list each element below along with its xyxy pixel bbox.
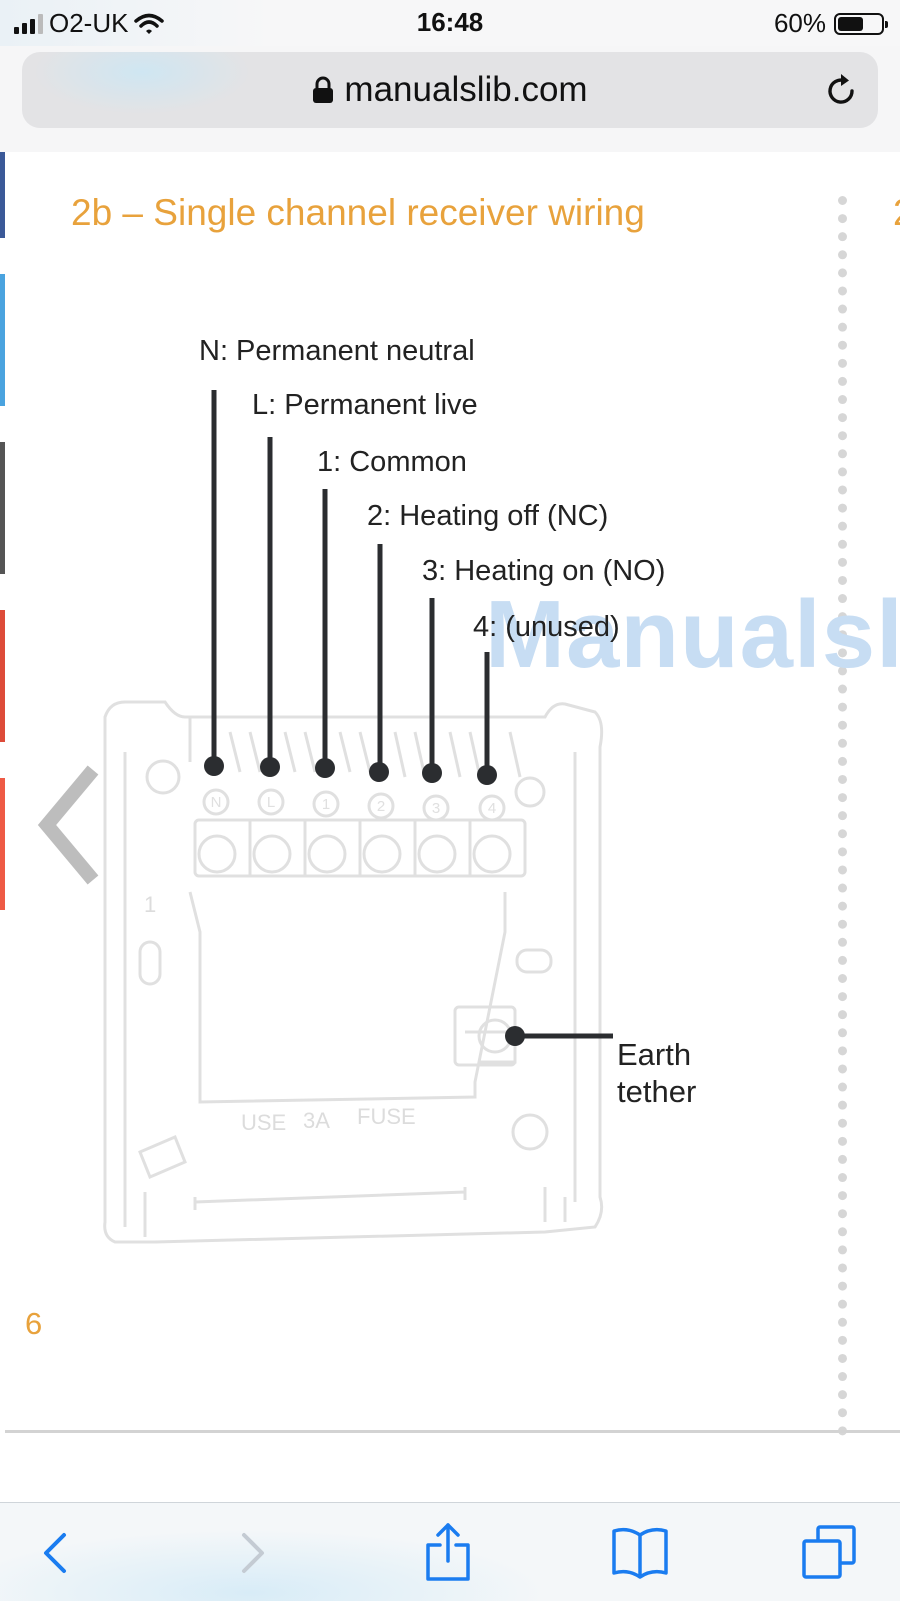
terminal-label-l: L: Permanent live bbox=[252, 389, 478, 421]
battery-fill bbox=[838, 16, 863, 31]
leader-dot-1 bbox=[315, 758, 335, 778]
terminal-label-4: 4: (unused) bbox=[473, 611, 620, 643]
back-button[interactable] bbox=[26, 1523, 86, 1583]
carrier-group: O2-UK bbox=[14, 8, 165, 39]
strip-segment bbox=[0, 610, 5, 742]
share-icon bbox=[426, 1523, 470, 1581]
wifi-icon bbox=[134, 13, 165, 34]
strip-segment bbox=[0, 152, 5, 238]
page-number: 6 bbox=[25, 1306, 43, 1341]
section-title: 2b – Single channel receiver wiring bbox=[71, 192, 645, 233]
leader-dot-3 bbox=[422, 763, 442, 783]
terminal-marking-4: 4 bbox=[488, 800, 496, 817]
wiring-diagram: USE 3A FUSE 1 N L 1 2 3 4 bbox=[103, 390, 613, 1244]
battery-percent: 60% bbox=[773, 8, 826, 38]
terminal-marking-n: N bbox=[211, 794, 222, 811]
terminal-label-n: N: Permanent neutral bbox=[199, 335, 475, 367]
previous-page-chevron-icon[interactable] bbox=[31, 760, 121, 890]
share-button[interactable] bbox=[418, 1523, 478, 1583]
tabs-icon bbox=[802, 1525, 856, 1579]
earth-tether-label: Earth tether bbox=[617, 1037, 697, 1109]
leader-dot-2 bbox=[369, 762, 389, 782]
strip-segment bbox=[0, 778, 5, 910]
status-time: 16:48 bbox=[416, 7, 484, 37]
terminal-marking-2: 2 bbox=[377, 798, 385, 815]
terminal-markings: N L 1 2 3 4 bbox=[211, 794, 497, 817]
reload-icon[interactable] bbox=[822, 72, 860, 110]
signal-icon bbox=[14, 13, 43, 34]
url-text: manualslib.com bbox=[344, 70, 588, 109]
leader-dot-n bbox=[204, 756, 224, 776]
carrier-name: O2-UK bbox=[49, 8, 129, 38]
battery-group: 60% bbox=[773, 8, 888, 39]
terminal-leader-dots bbox=[204, 756, 525, 1046]
page-separator bbox=[5, 1430, 900, 1433]
terminal-marking-1: 1 bbox=[322, 796, 330, 813]
url-display[interactable]: manualslib.com bbox=[22, 70, 878, 110]
terminal-marking-l: L bbox=[267, 794, 275, 811]
terminal-leader-lines bbox=[211, 390, 613, 1039]
status-bar: O2-UK 16:48 60% bbox=[0, 0, 900, 46]
strip-segment bbox=[0, 274, 5, 406]
page-dotted-divider bbox=[838, 196, 847, 1436]
leader-dot-l bbox=[260, 757, 280, 777]
left-color-strip bbox=[0, 152, 5, 1502]
terminal-label-2: 2: Heating off (NC) bbox=[367, 500, 609, 532]
leader-dot-4 bbox=[477, 765, 497, 785]
board-marking-3a: 3A bbox=[303, 1108, 330, 1133]
terminal-marking-3: 3 bbox=[432, 800, 440, 817]
tabs-button[interactable] bbox=[800, 1523, 860, 1583]
watermark: Manualsl bbox=[485, 581, 900, 688]
bookmarks-button[interactable] bbox=[610, 1523, 670, 1583]
terminal-label-3: 3: Heating on (NO) bbox=[422, 555, 666, 587]
book-icon bbox=[612, 1527, 668, 1579]
board-marking-fuse: FUSE bbox=[357, 1104, 416, 1129]
battery-icon bbox=[834, 12, 888, 35]
board-marking-use: USE bbox=[241, 1110, 286, 1135]
browser-chrome: manualslib.com bbox=[0, 46, 900, 153]
leader-dot-earth bbox=[505, 1026, 525, 1046]
board-markings: USE 3A FUSE 1 bbox=[144, 892, 416, 1135]
chevron-right-icon bbox=[242, 1533, 264, 1573]
browser-toolbar bbox=[0, 1502, 900, 1601]
chevron-left-icon bbox=[44, 1533, 66, 1573]
next-page-title-fragment: 2 bbox=[893, 192, 900, 234]
forward-button[interactable] bbox=[222, 1523, 282, 1583]
strip-segment bbox=[0, 442, 5, 574]
terminal-label-1: 1: Common bbox=[317, 446, 467, 478]
lock-icon bbox=[313, 76, 334, 103]
address-bar[interactable]: manualslib.com bbox=[22, 52, 878, 128]
board-side-mark: 1 bbox=[144, 892, 156, 917]
receiver-backplate-drawing bbox=[103, 700, 604, 1244]
document-page[interactable]: 2b – Single channel receiver wiring 2 Ma… bbox=[5, 152, 900, 1502]
